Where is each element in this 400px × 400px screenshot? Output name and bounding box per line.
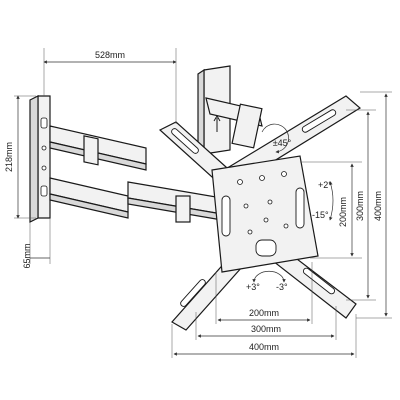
dim-arm-extension: 528mm xyxy=(43,48,177,124)
label-vesa-h-200: 200mm xyxy=(249,308,279,318)
label-vesa-v-400: 400mm xyxy=(373,191,383,221)
dim-vesa-vertical: 200mm 300mm 400mm xyxy=(300,91,392,319)
label-218mm: 218mm xyxy=(4,142,14,172)
lower-arm xyxy=(49,177,129,219)
wall-plate xyxy=(29,95,51,223)
dim-wall-gap: 65mm xyxy=(22,218,51,269)
label-tilt-up: +2° xyxy=(318,180,332,190)
adapter-bracket xyxy=(197,65,263,160)
upper-arm xyxy=(49,125,147,171)
label-rotation-pos: +3° xyxy=(246,282,260,292)
middle-arm xyxy=(127,181,223,223)
label-vesa-v-200: 200mm xyxy=(338,197,348,227)
tilt-indicator: +2° -15° xyxy=(312,180,334,221)
label-tilt-down: -15° xyxy=(312,210,329,220)
swivel-indicator: ±45° xyxy=(261,123,292,154)
label-vesa-h-400: 400mm xyxy=(249,342,279,352)
dim-wall-plate-height: 218mm xyxy=(4,95,36,219)
label-rotation-neg: -3° xyxy=(276,282,288,292)
label-swivel: ±45° xyxy=(273,138,292,148)
label-vesa-v-300: 300mm xyxy=(355,191,365,221)
label-65mm: 65mm xyxy=(22,243,32,268)
label-528mm: 528mm xyxy=(95,50,125,60)
rotation-indicator: +3° -3° xyxy=(246,270,288,292)
vesa-plate xyxy=(158,95,362,331)
label-vesa-h-300: 300mm xyxy=(251,324,281,334)
dim-vesa-horizontal: 200mm 300mm 400mm xyxy=(171,262,357,358)
